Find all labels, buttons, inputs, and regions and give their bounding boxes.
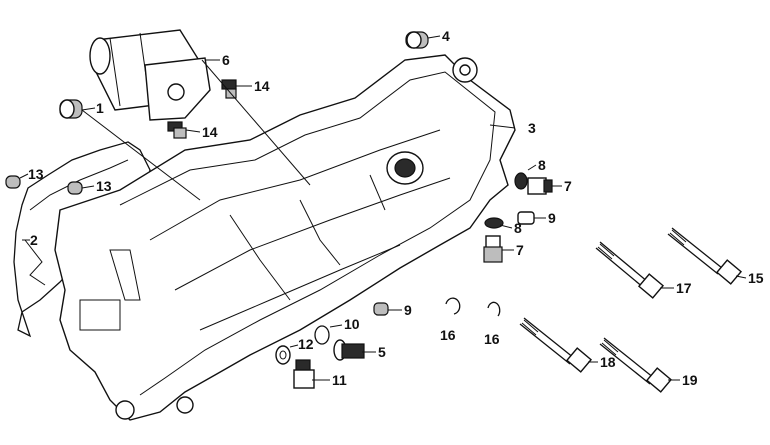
circlip-16-left [445, 297, 461, 315]
bolt-11 [293, 359, 315, 389]
callout-5: 5 [378, 344, 386, 360]
callout-13a: 13 [28, 166, 44, 182]
crankcase-body [54, 54, 516, 421]
callout-16a: 16 [440, 327, 456, 343]
callout-9a: 9 [548, 210, 556, 226]
callout-13b: 13 [96, 178, 112, 194]
bolt-14-lower [167, 121, 187, 139]
dowel-pin-13b [67, 181, 83, 195]
callout-12: 12 [298, 336, 314, 352]
callout-7b: 7 [516, 242, 524, 258]
callout-9b: 9 [404, 302, 412, 318]
callout-18: 18 [600, 354, 616, 370]
callout-1: 1 [96, 100, 104, 116]
washer-8-upper [514, 172, 528, 190]
callout-19: 19 [682, 372, 698, 388]
bushing-4 [405, 31, 429, 49]
bolt-7-upper [527, 177, 553, 195]
callout-6: 6 [222, 52, 230, 68]
callout-17: 17 [676, 280, 692, 296]
stud-bolt-15 [667, 227, 743, 285]
callout-15: 15 [748, 270, 764, 286]
stud-bolt-19 [599, 337, 673, 393]
stud-bolt-18 [519, 317, 593, 373]
callout-8b: 8 [514, 220, 522, 236]
dowel-pin-13a [5, 175, 21, 189]
callout-7a: 7 [564, 178, 572, 194]
circlip-16-right [487, 301, 501, 317]
bolt-7-lower [483, 235, 503, 263]
callout-16b: 16 [484, 331, 500, 347]
plug-5 [333, 339, 365, 361]
callout-2: 2 [30, 232, 38, 248]
callout-4: 4 [442, 28, 450, 44]
washer-12 [275, 345, 291, 365]
callout-11: 11 [332, 372, 347, 388]
bushing-1 [59, 99, 83, 119]
callout-14a: 14 [254, 78, 270, 94]
callout-8a: 8 [538, 157, 546, 173]
stud-bolt-17 [595, 241, 665, 299]
leader-lines [19, 35, 747, 381]
callout-10: 10 [344, 316, 360, 332]
callout-14b: 14 [202, 124, 218, 140]
callout-3: 3 [528, 120, 536, 136]
o-ring-10 [314, 325, 330, 345]
bolt-14-upper [221, 79, 237, 99]
pin-9-lower [373, 302, 389, 316]
starter-motor [89, 29, 211, 121]
washer-8-lower [484, 217, 504, 229]
